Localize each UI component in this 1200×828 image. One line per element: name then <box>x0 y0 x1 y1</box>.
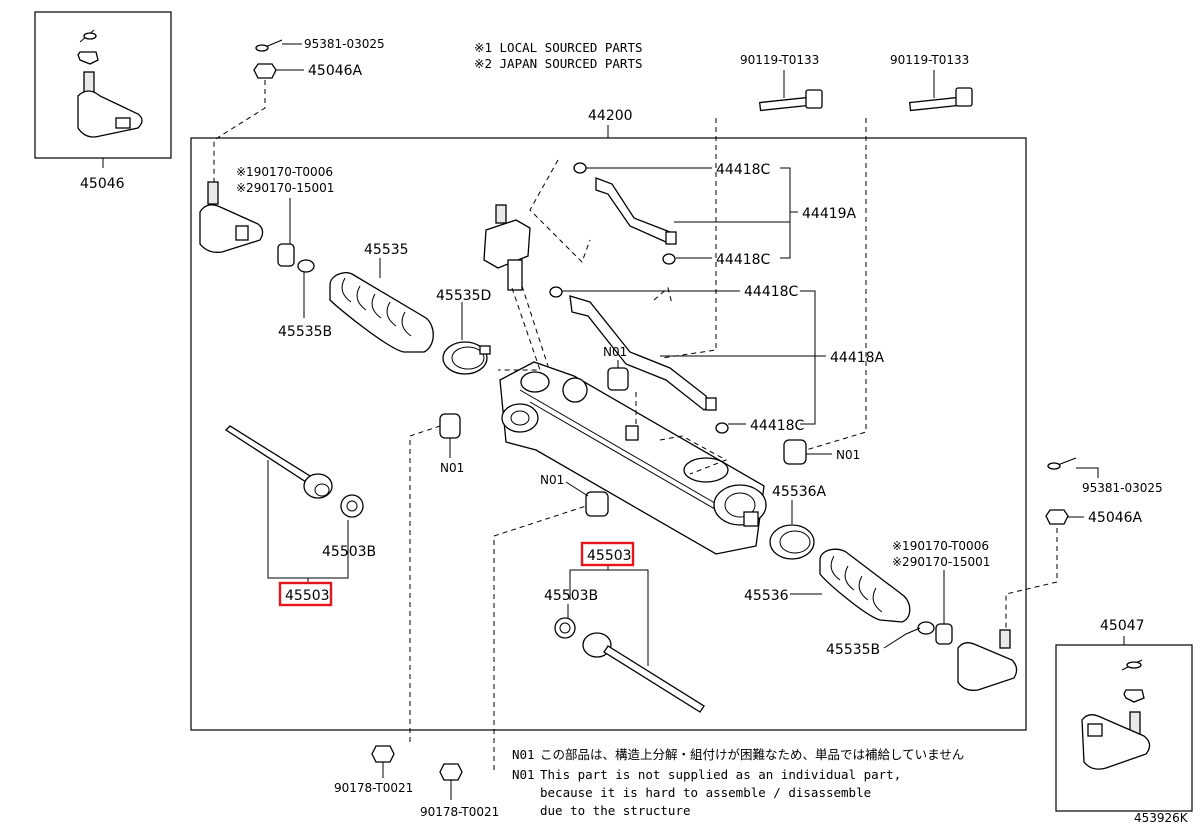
tie-rod-end-right-drawing[interactable] <box>1081 659 1151 770</box>
washer-left-small[interactable] <box>277 243 315 273</box>
pressure-tube-upper-part[interactable] <box>595 177 677 245</box>
label-clamp-right-big[interactable]: 45536A <box>772 484 827 500</box>
label-washer-right[interactable]: 45503B <box>544 588 598 604</box>
boot-left-part[interactable] <box>329 271 434 353</box>
label-n01-a[interactable]: N01 <box>603 345 627 359</box>
label-bolt-b[interactable]: 90119-T0133 <box>890 53 969 67</box>
label-boot-left[interactable]: 45535 <box>364 242 409 258</box>
label-nut-right[interactable]: 45046A <box>1088 510 1143 526</box>
footnote-line-1: This part is not supplied as an individu… <box>540 767 901 782</box>
label-o-ring-2[interactable]: 44418C <box>716 252 771 268</box>
bushing-n01-d[interactable] <box>585 491 609 517</box>
inner-tie-rod-left-part[interactable] <box>224 425 333 499</box>
label-n01-d[interactable]: N01 <box>540 473 564 487</box>
label-tube-b[interactable]: 44418A <box>830 350 885 366</box>
tie-rod-end-left-part[interactable] <box>199 181 264 253</box>
footnote-code-en: N01 <box>512 767 535 782</box>
footnote-code-jp: N01 <box>512 747 535 762</box>
castle-nut-left-part[interactable] <box>253 63 277 79</box>
o-ring-2[interactable] <box>662 253 676 265</box>
tie-rod-end-left-drawing[interactable] <box>77 29 143 138</box>
label-alt-right-1[interactable]: ※190170-T0006 <box>892 539 989 553</box>
highlight-rod-right <box>580 541 635 567</box>
o-ring-1[interactable] <box>573 162 587 174</box>
tie-rod-end-right-part[interactable] <box>957 629 1018 691</box>
label-assembly[interactable]: 44200 <box>588 108 633 124</box>
label-rod-right[interactable]: 45503 <box>587 548 632 564</box>
clamp-left-big-part[interactable] <box>442 341 491 375</box>
label-rod-left[interactable]: 45503 <box>285 588 330 604</box>
cotter-pin-right-part[interactable] <box>1047 457 1077 470</box>
label-o-ring-3[interactable]: 44418C <box>744 284 799 300</box>
bushing-n01-b[interactable] <box>439 413 461 439</box>
cotter-pin-left-part[interactable] <box>255 39 283 52</box>
label-clamp-left-small[interactable]: 45535B <box>278 324 332 340</box>
label-clamp-left-big[interactable]: 45535D <box>436 288 491 304</box>
washer-right-part[interactable] <box>554 617 576 639</box>
bolt-d-part[interactable] <box>439 763 463 781</box>
o-ring-3[interactable] <box>549 286 563 298</box>
label-bolt-d[interactable]: 90178-T0021 <box>420 805 499 819</box>
label-n01-c[interactable]: N01 <box>836 448 860 462</box>
bolt-b-part[interactable] <box>908 87 973 112</box>
bolt-a-part[interactable] <box>758 89 823 112</box>
label-alt-left-1[interactable]: ※190170-T0006 <box>236 165 333 179</box>
label-45047[interactable]: 45047 <box>1100 618 1145 634</box>
label-boot-right[interactable]: 45536 <box>744 588 789 604</box>
label-alt-left-2[interactable]: ※290170-15001 <box>236 181 334 195</box>
label-alt-right-2[interactable]: ※290170-15001 <box>892 555 990 569</box>
bushing-n01-c[interactable] <box>783 439 807 465</box>
label-o-ring-1[interactable]: 44418C <box>716 162 771 178</box>
highlight-rod-left <box>278 581 333 607</box>
bolt-c-part[interactable] <box>371 745 395 763</box>
inner-tie-rod-right-part[interactable] <box>582 632 705 713</box>
label-pin-right[interactable]: 95381-03025 <box>1082 481 1163 495</box>
tie-rod-end-left-box[interactable] <box>34 11 172 159</box>
footnote-line-3: due to the structure <box>540 803 691 818</box>
label-tube-a[interactable]: 44419A <box>802 206 857 222</box>
footnote-text-jp: この部品は、構造上分解・組付けが困難なため、単品では補給していません <box>540 747 964 762</box>
label-o-ring-4[interactable]: 44418C <box>750 418 805 434</box>
label-bolt-a[interactable]: 90119-T0133 <box>740 53 819 67</box>
label-45046[interactable]: 45046 <box>80 176 125 192</box>
washer-left-part[interactable] <box>340 494 364 518</box>
o-ring-4[interactable] <box>715 422 729 434</box>
note-local-sourced: ※1 LOCAL SOURCED PARTS <box>474 40 643 55</box>
label-clamp-right-small[interactable]: 45535B <box>826 642 880 658</box>
footnote-line-2: because it is hard to assemble / disasse… <box>540 785 871 800</box>
bushing-n01-a[interactable] <box>607 367 629 391</box>
label-n01-b[interactable]: N01 <box>440 461 464 475</box>
diagram-id: 453926K <box>1134 811 1189 825</box>
clamp-right-big-part[interactable] <box>769 524 815 560</box>
washer-right-small[interactable] <box>917 621 953 645</box>
label-pin-left[interactable]: 95381-03025 <box>304 37 385 51</box>
label-washer-left[interactable]: 45503B <box>322 544 376 560</box>
castle-nut-right-part[interactable] <box>1045 509 1069 525</box>
boot-right-part[interactable] <box>819 548 911 623</box>
label-bolt-c[interactable]: 90178-T0021 <box>334 781 413 795</box>
rack-housing-part[interactable] <box>483 204 767 555</box>
pressure-tube-lower-part[interactable] <box>569 295 717 411</box>
label-nut-left[interactable]: 45046A <box>308 63 363 79</box>
note-japan-sourced: ※2 JAPAN SOURCED PARTS <box>474 56 643 71</box>
